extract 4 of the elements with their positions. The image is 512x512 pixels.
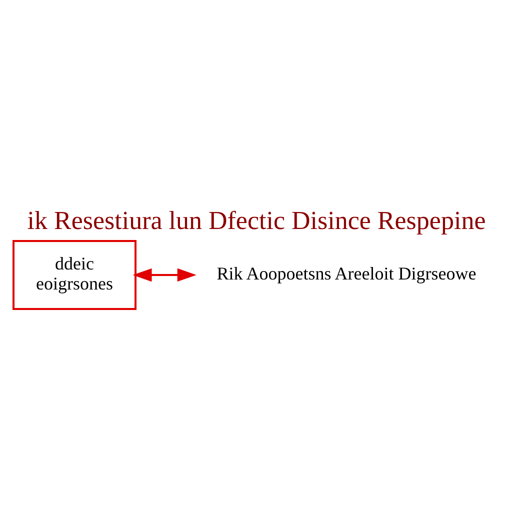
node-text: Rik Aoopoetsns Areeloit Digrseowe (216, 262, 476, 283)
diagram-title: ik Resestiura lun Dfectic Disince Respepine (26, 205, 486, 234)
arrow (132, 268, 196, 282)
node-box: ddeic eoigrsones (12, 240, 136, 310)
